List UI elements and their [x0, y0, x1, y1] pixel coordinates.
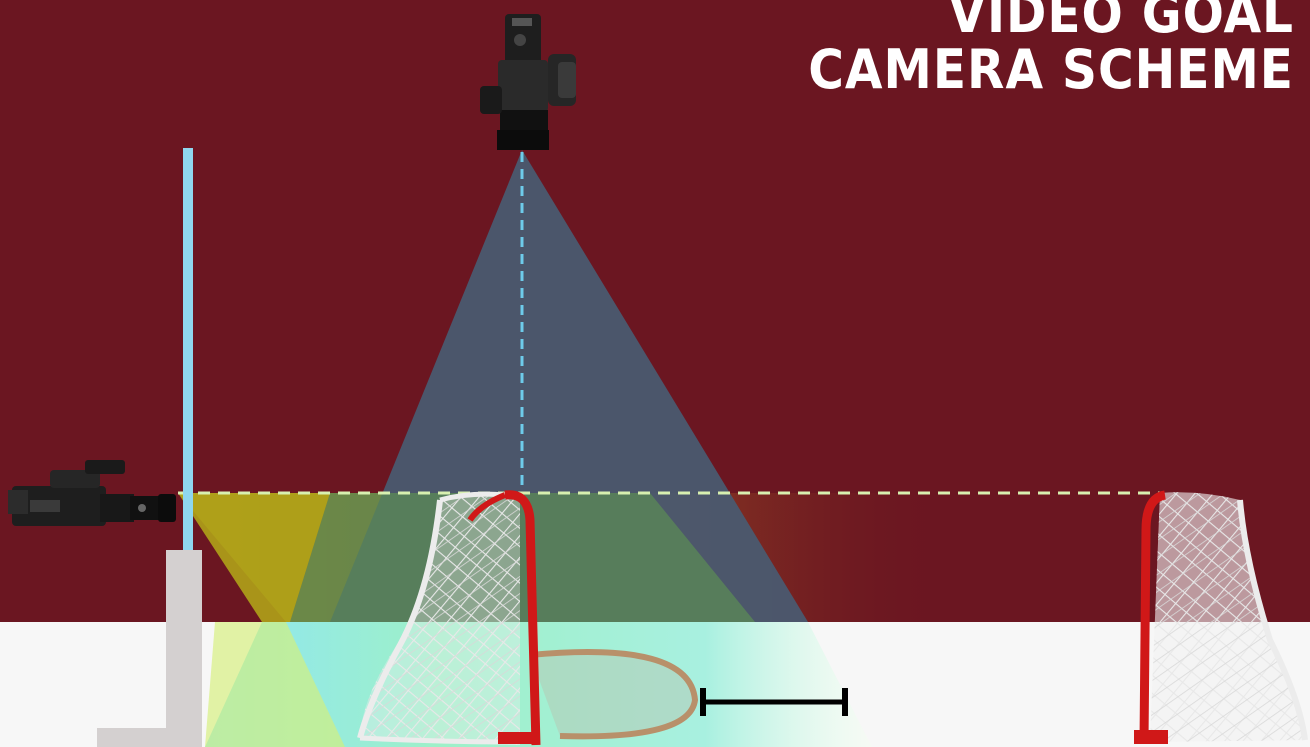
title-line-2: CAMERA SCHEME [808, 42, 1294, 98]
far-hockey-goal [1134, 492, 1305, 744]
camera-pole [183, 148, 193, 550]
diagram-title: VIDEO GOAL CAMERA SCHEME [808, 0, 1294, 98]
overhead-camera-icon [480, 14, 576, 150]
title-line-1: VIDEO GOAL [808, 0, 1294, 42]
side-camera-icon [8, 460, 176, 526]
